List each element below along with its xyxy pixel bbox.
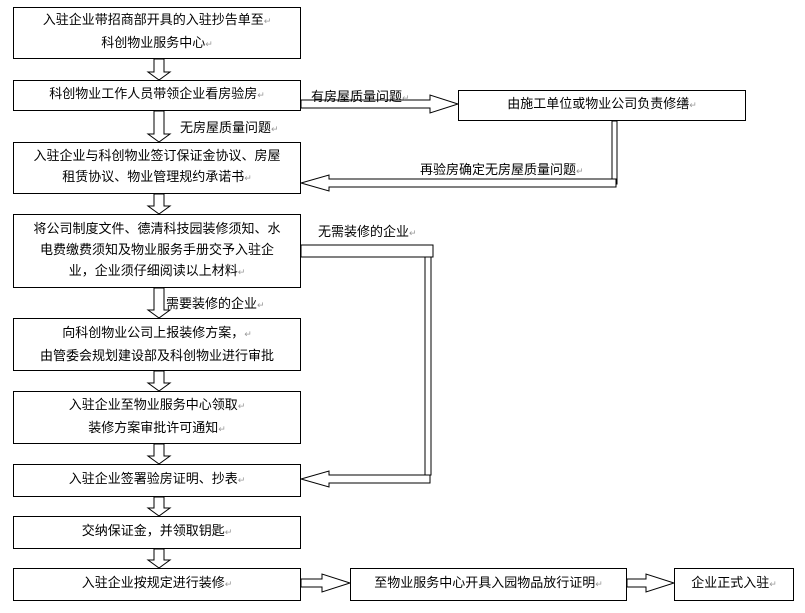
label-has-issue: 有房屋质量问题 [311,86,410,105]
step-text: 由管委会规划建设部及科创物业进行审批 [39,348,274,364]
down-arrow [146,548,172,569]
step-text: 由施工单位或物业公司负责修缮 [507,94,697,117]
step-text: 业，企业须仔细阅读以上材料 [69,261,246,284]
step-submit-renovation-plan: 向科创物业公司上报装修方案， 由管委会规划建设部及科创物业进行审批 [13,318,301,371]
label-no-renovation: 无需装修的企业 [318,221,417,240]
step-sign-inspection-cert: 入驻企业签署验房证明、抄表 [13,464,301,497]
step-text: 入驻企业与科创物业签订保证金协议、房屋 [33,149,281,164]
label-recheck: 再验房确定无房屋质量问题 [420,159,584,178]
step-sign-agreements: 入驻企业与科创物业签订保证金协议、房屋 租赁协议、物业管理规约承诺书 [13,142,301,194]
step-inspection: 科创物业工作人员带领企业看房验房 [13,80,301,111]
down-arrow [146,110,172,143]
step-text: 将公司制度文件、德清科技园装修须知、水 [33,221,281,237]
right-arrow [626,573,676,593]
left-arrow [299,174,617,192]
right-arrow [300,573,352,593]
step-text: 科创物业服务中心 [101,33,213,56]
step-text: 企业正式入驻 [691,573,777,596]
down-arrow [146,58,172,81]
step-release-pass: 至物业服务中心开具入园物品放行证明 [350,568,627,601]
step-text: 入驻企业至物业服务中心领取 [69,395,246,418]
step-text: 科创物业工作人员带领企业看房验房 [49,84,265,107]
step-text: 入驻企业带招商部开具的入驻抄告单至 [43,10,272,33]
left-arrow [299,470,431,488]
step-move-in: 企业正式入驻 [674,568,794,601]
step-hand-over-documents: 将公司制度文件、德清科技园装修须知、水 电费缴费须知及物业服务手册交予入驻企 业… [13,214,301,288]
step-repair: 由施工单位或物业公司负责修缮 [458,90,746,121]
return-line [611,120,618,185]
step-collect-approval: 入驻企业至物业服务中心领取 装修方案审批许可通知 [13,391,301,444]
step-renovate: 入驻企业按规定进行装修 [13,568,301,601]
step-text: 电费缴费须知及物业服务手册交予入驻企 [39,242,274,258]
step-checkin-notice: 入驻企业带招商部开具的入驻抄告单至 科创物业服务中心 [13,7,301,59]
step-text: 装修方案审批许可通知 [88,418,226,441]
down-arrow [146,287,172,319]
down-arrow [146,496,172,517]
step-text: 至物业服务中心开具入园物品放行证明 [374,573,603,596]
step-text: 交纳保证金，并领取钥匙 [82,521,233,544]
step-pay-deposit: 交纳保证金，并领取钥匙 [13,516,301,549]
down-arrow [146,443,172,465]
down-arrow [146,193,172,215]
down-arrow [146,370,172,392]
step-text: 入驻企业签署验房证明、抄表 [69,469,246,492]
label-no-issue: 无房屋质量问题 [180,117,279,136]
bypass-line [300,244,434,258]
step-text: 向科创物业公司上报装修方案， [62,323,252,346]
step-text: 租赁协议、物业管理规约承诺书 [62,167,252,190]
step-text: 入驻企业按规定进行装修 [82,573,233,596]
bypass-line [424,256,432,476]
label-need-renovation: 需要装修的企业 [166,293,265,312]
